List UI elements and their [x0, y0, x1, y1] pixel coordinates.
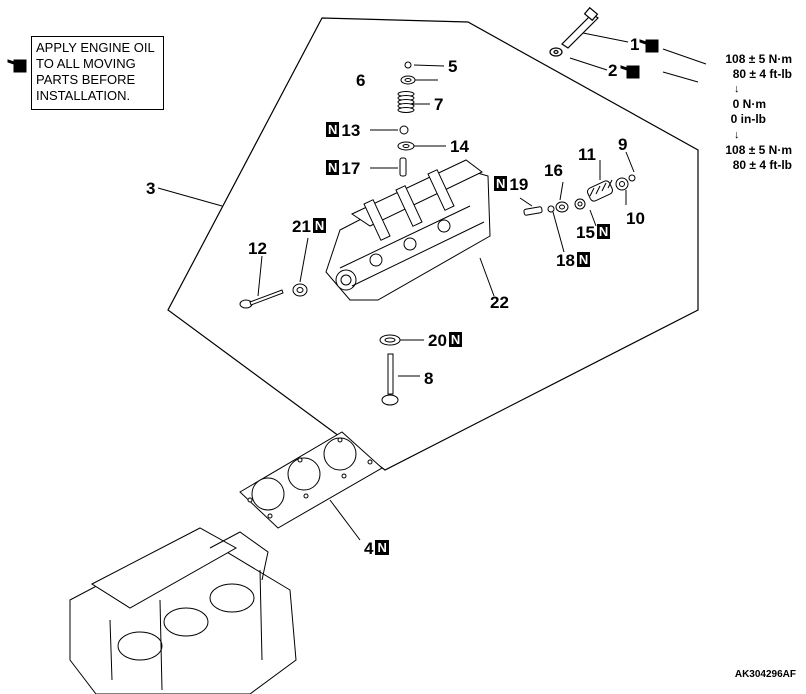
- callout-9: 9: [618, 135, 628, 154]
- callout-18-num: 18: [556, 251, 575, 270]
- torque-step3-ftlb: 80 ± 4 ft-lb: [732, 158, 792, 172]
- callout-13-num: 13: [341, 121, 361, 140]
- callout-16: 16: [544, 161, 563, 180]
- new-part-marker: N: [375, 540, 389, 555]
- assembly-boundary: [167, 17, 699, 471]
- callout-14: 14: [450, 137, 469, 156]
- callout-11: 11: [578, 145, 596, 164]
- new-part-marker: N: [312, 218, 327, 233]
- arrow-down-icon: ↓: [734, 83, 740, 95]
- new-part-marker: N: [448, 332, 463, 347]
- valve-spring: [397, 91, 415, 113]
- torque-step3-nm: 108 ± 5 N·m: [725, 143, 792, 157]
- arrow-down-icon: ↓: [734, 129, 740, 141]
- callout-3: 3: [146, 179, 156, 198]
- callout-10: 10: [626, 209, 645, 228]
- oil-can-icon-note: [7, 59, 27, 73]
- callout-12: 12: [248, 239, 267, 258]
- engine-block: [69, 527, 297, 694]
- valve-stem-seal-21: [292, 283, 308, 297]
- torque-step2-nm: 0 N·m: [732, 97, 766, 111]
- note-box: APPLY ENGINE OIL TO ALL MOVING PARTS BEF…: [31, 36, 164, 110]
- washers-16-18: [547, 201, 569, 213]
- callout-6: 6: [356, 71, 366, 90]
- callout-20-num: 20: [428, 331, 447, 350]
- callout-2: 2: [608, 61, 618, 80]
- callout-15-num: 15: [576, 223, 595, 242]
- new-part-marker: N: [596, 224, 611, 239]
- seal-20: [379, 334, 401, 346]
- note-line-2: TO ALL MOVING: [36, 56, 136, 71]
- note-line-4: INSTALLATION.: [36, 88, 131, 103]
- callout-7: 7: [434, 95, 444, 114]
- callout-22: 22: [490, 293, 509, 312]
- oil-can-icon-mid: [620, 65, 640, 79]
- oil-can-icon-top: [639, 39, 659, 53]
- callout-17-num: 17: [341, 159, 361, 178]
- dowel-pin-19: [523, 206, 543, 216]
- new-part-marker: N: [326, 160, 340, 175]
- torque-step1-ftlb: 80 ± 4 ft-lb: [732, 67, 792, 81]
- callout-1: 1: [630, 35, 640, 54]
- torque-step1: 108 ± 5 N·m 80 ± 4 ft-lb: [725, 52, 792, 82]
- figure-code: AK304296AF: [734, 669, 796, 680]
- cylinder-head: [325, 159, 491, 301]
- torque-step1-nm: 108 ± 5 N·m: [725, 52, 792, 66]
- torque-step3: 108 ± 5 N·m 80 ± 4 ft-lb: [725, 143, 792, 173]
- leader-lines: [157, 31, 707, 541]
- callout-21-num: 21: [292, 217, 311, 236]
- valve-train-parts: [397, 61, 416, 177]
- spring-assembly-11: [574, 174, 636, 210]
- note-line-1: APPLY ENGINE OIL: [36, 40, 155, 55]
- note-line-3: PARTS BEFORE: [36, 72, 136, 87]
- callout-5: 5: [448, 57, 458, 76]
- head-bolts: [549, 6, 599, 57]
- head-gasket: [239, 431, 383, 529]
- new-part-marker: N: [494, 176, 508, 191]
- exhaust-valve-8: [381, 353, 399, 406]
- callout-4-num: 4: [364, 539, 374, 558]
- new-part-marker: N: [326, 122, 340, 137]
- intake-valve: [239, 289, 284, 309]
- callout-19-num: 19: [509, 175, 529, 194]
- torque-step2-inlb: 0 in-lb: [730, 112, 766, 126]
- new-part-marker: N: [576, 252, 591, 267]
- callout-8: 8: [424, 369, 434, 388]
- torque-step2: 0 N·m 0 in-lb: [731, 97, 766, 127]
